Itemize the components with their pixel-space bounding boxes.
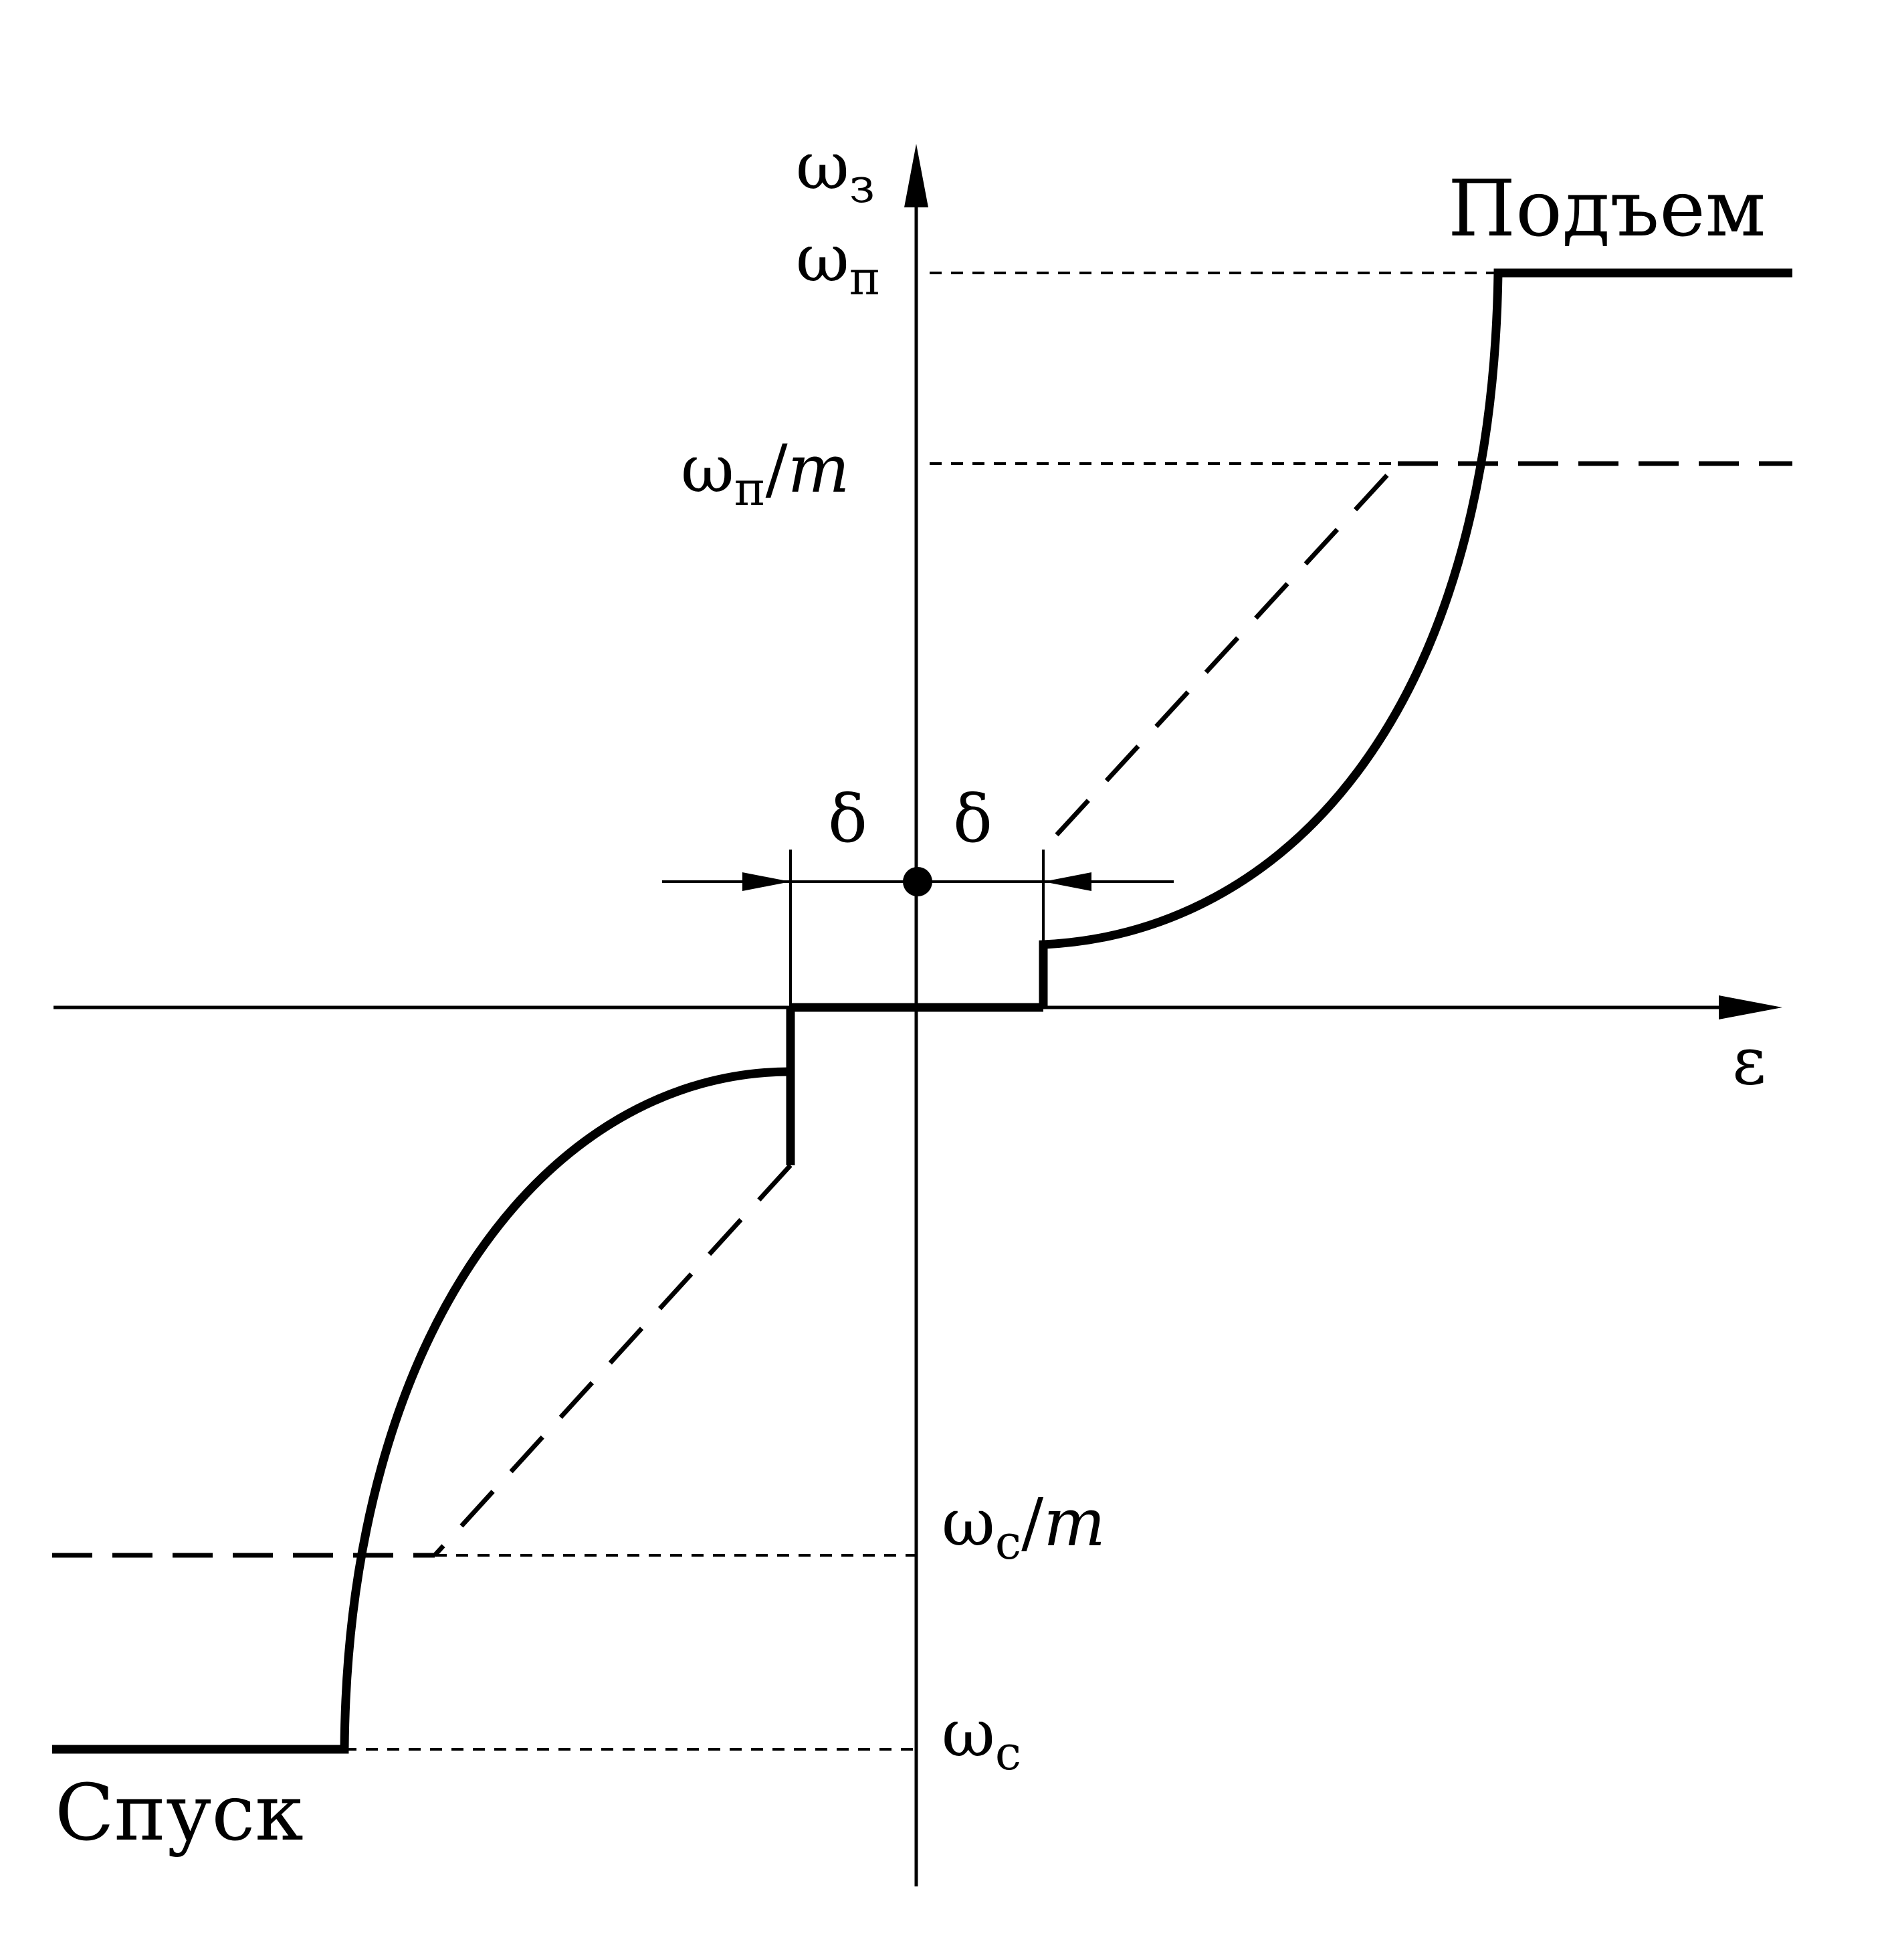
x-axis-label: ε <box>1732 1023 1766 1100</box>
lower-dashed-line <box>433 1163 793 1557</box>
x-axis-arrowhead <box>1719 995 1782 1019</box>
dimension-arrow-right <box>1043 872 1091 891</box>
delta-right-label: δ <box>953 781 992 858</box>
origin-dot <box>903 867 932 896</box>
delta-left-label: δ <box>828 781 867 858</box>
y-axis-label: ωз <box>796 128 875 213</box>
lower-label: Спуск <box>55 1768 304 1858</box>
raise-dashed-line <box>1055 462 1400 837</box>
raise-curve <box>1039 268 1792 1007</box>
raise-label: Подъем <box>1448 164 1766 254</box>
y-axis-arrowhead <box>904 144 928 207</box>
omega-c-over-m-label: ωс/m <box>942 1485 1106 1570</box>
dimension-arrow-left <box>742 872 791 891</box>
omega-p-label: ωп <box>796 221 881 306</box>
lower-curve <box>52 1007 795 1754</box>
omega-p-over-m-label: ωп/m <box>681 431 850 516</box>
omega-c-label: ωс <box>942 1696 1021 1781</box>
